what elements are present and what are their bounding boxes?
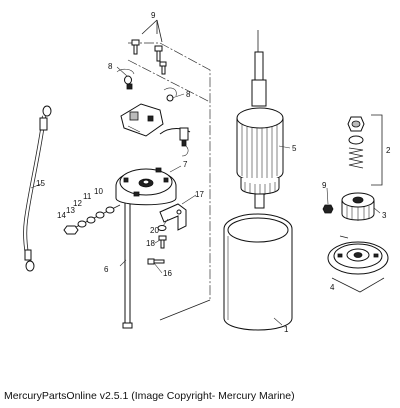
nut-part-9 [322,204,334,214]
frame-part-1 [223,213,293,331]
callout-8-upper: 8 [108,62,113,71]
armature-part-5 [236,30,284,209]
callout-15: 14 [57,211,66,220]
callout-11: 10 [94,187,103,196]
callout-16: 15 [36,179,45,188]
callout-3: 3 [382,211,387,220]
callout-14: 13 [66,206,75,215]
callout-6: 6 [104,265,109,274]
screw-part-17 [147,258,165,265]
callout-13: 12 [73,199,82,208]
callout-1: 1 [284,325,289,334]
leader-lines [30,66,381,326]
parts-diagram: 9 8 8 7 17 20 18 16 6 15 14 13 12 11 10 … [23,11,391,334]
callout-4-text: 4 [330,283,335,292]
callout-labels: 9 8 8 7 17 20 18 16 6 15 14 13 12 11 10 … [36,11,391,334]
screw-washer-parts-19-20 [157,225,167,249]
callout-12: 11 [83,192,92,201]
drive-nut-spring-part-2 [347,114,383,186]
callout-7: 7 [183,160,188,169]
callout-2: 2 [386,146,391,155]
washers-nuts-parts-11-15 [63,204,121,235]
callout-19: 18 [146,239,155,248]
brush-springs-part-8 [116,68,177,102]
end-cap-part-7 [115,167,177,206]
callout-20: 20 [150,226,159,235]
drive-end-head-part-4 [327,235,389,293]
image-caption: MercuryPartsOnline v2.5.1 (Image Copyrig… [4,390,295,402]
group-boundary-lines [127,42,211,321]
callout-8-lower: 8 [186,90,191,99]
callout-9: 9 [322,181,327,190]
callout-5: 5 [292,144,297,153]
callout-18: 17 [195,190,204,199]
brush-plate-part-8 [120,103,191,157]
callout-10: 9 [151,11,156,20]
screws-part-10 [131,19,167,75]
cable-part-16 [23,105,52,272]
drive-pinion-part-3 [341,192,375,221]
callout-17: 16 [163,269,172,278]
